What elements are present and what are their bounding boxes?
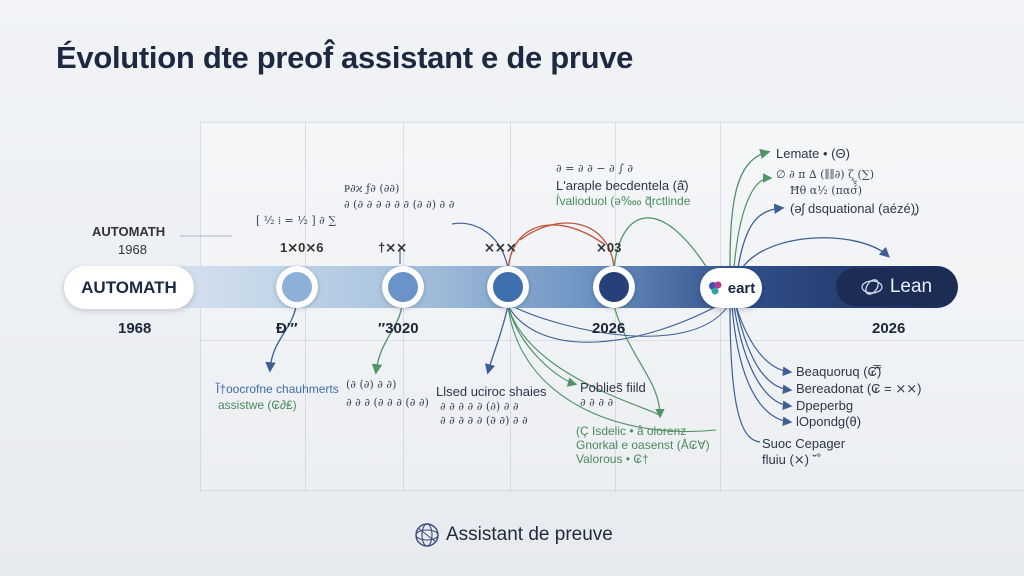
bottom-label-13: fluiu (⨯) ˘˚ <box>762 452 822 467</box>
node-1-year-top: 1⨯0⨯6 <box>280 240 324 255</box>
timeline-node-1[interactable] <box>276 266 318 308</box>
automath-year-top: 1968 <box>118 242 147 257</box>
timeline-node-3[interactable] <box>487 266 529 308</box>
bottom-label-9: Bereadonat (₢ = ⨯⨯) <box>796 381 922 396</box>
bottom-label-8: Beaquoruq (₢̂̃̄̅) <box>796 364 882 379</box>
top-label-2: ∅ ∂ π ∆ (∥∥∂) ζ (∑) <box>776 168 874 181</box>
top-label-6: ľ́valioduol (ə‱ ɖ̃rctlinde <box>556 194 691 208</box>
top-label-3: Ħθ α½ (πασ́̂̃) <box>790 184 863 197</box>
hub-node[interactable]: eart <box>700 268 762 308</box>
node-4-year: 2026 <box>592 320 626 337</box>
bottom-label-7: Valorous • ₢† <box>576 452 649 466</box>
top-label-5: L'araple becdentela (ā́̂) <box>556 178 689 193</box>
automath-label: AUTOMATH <box>92 224 166 239</box>
formula-annotation: ∂ ∂ ∂ ∂ ∂ (∂) ∂ ∂ <box>440 400 519 413</box>
hub-label: eart <box>727 279 756 297</box>
globe-logo-icon <box>415 523 439 547</box>
node-4-year-top: ⨯03 <box>596 240 622 255</box>
lean-label: Lean <box>889 276 933 297</box>
node-1-year: Đ′′′ <box>276 320 298 337</box>
bottom-label-5: (Ç Isdelic • å olorenz <box>576 424 687 438</box>
formula-annotation: ∂ ∂ ∂ ∂ ∂ (∂ ∂) ∂ ∂ <box>440 414 528 427</box>
footer-brand: Assistant de preuve <box>412 520 613 550</box>
lean-pill[interactable]: Lean <box>836 268 956 306</box>
grid-line <box>200 490 1024 491</box>
bottom-label-3: Llsed uciroc shaies <box>436 384 547 399</box>
formula-annotation: [ ½ ⁞ = ½ ] ∂ ∑ <box>256 214 337 227</box>
bottom-label-11: lOpondg(θ) <box>796 414 862 429</box>
bottom-label-2: assistwe (₢∂₤) <box>218 398 297 412</box>
timeline-node-2[interactable] <box>382 266 424 308</box>
formula-annotation: ∂ ∂ ∂ ∂ <box>580 396 614 409</box>
formula-annotation: ∂ ∂ ∂ (∂ ∂ ∂ (∂ ∂) <box>346 396 429 409</box>
formula-annotation: (∂ (∂) ∂ ∂) <box>346 378 397 391</box>
hub-logo-icon <box>708 281 722 295</box>
timeline-node-4[interactable] <box>593 266 635 308</box>
grid-line <box>200 122 1024 123</box>
lean-year: 2026 <box>872 320 906 337</box>
automath-pill[interactable]: AUTOMATH <box>64 266 194 309</box>
automath-year: 1968 <box>118 320 152 337</box>
formula-annotation: Ҏ∂ϰ ƒ∂ (∂∂) <box>344 182 400 195</box>
bottom-label-10: Dpeperbg <box>796 398 854 413</box>
node-3-year-top: ⨯⨯⨯ <box>484 240 517 255</box>
footer-label: Assistant de preuve <box>446 524 613 545</box>
formula-annotation: ∂ = ∂ ∂ − ∂ ∫ ∂ <box>556 162 634 175</box>
bottom-label-1: Ĩ†oocrofne chauhmerts <box>216 382 339 396</box>
page-title: Évolution dte preof̂ assistant e de pruv… <box>56 40 634 75</box>
top-label-4: (əʃ dsquational (aézé)͈) <box>790 201 920 216</box>
node-2-year: ″3020 <box>378 320 419 337</box>
top-label-1: Lemate • (Θ) <box>776 146 850 161</box>
bottom-label-6: Gnorkal e oasenst (Å₢∀) <box>576 438 710 452</box>
bottom-label-12: Suoc Cepager <box>762 436 846 451</box>
formula-annotation: ∂ (∂ ∂ ∂ ∂ ∂ ∂ (∂ ∂) ∂ ∂ <box>344 198 455 211</box>
node-2-year-top: †⨯⨯ <box>378 240 408 255</box>
bottom-label-4: Poblies̃ fiild <box>580 380 646 395</box>
lean-logo-icon <box>861 279 883 295</box>
